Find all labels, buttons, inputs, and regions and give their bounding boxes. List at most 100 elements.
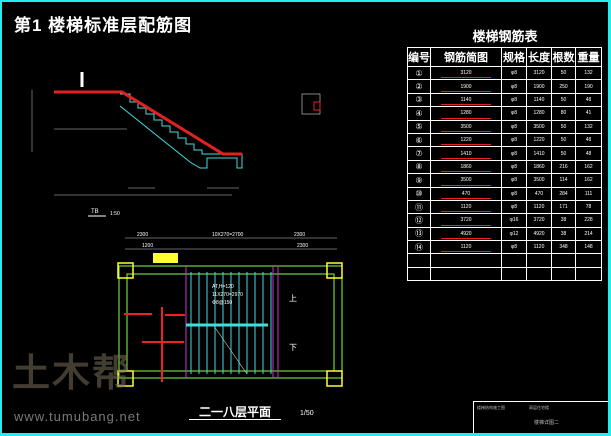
cell-len: 3120 [526,65,552,81]
cell-shape: 3500 [430,173,502,188]
stair-plan [117,237,343,387]
cell-count: 284 [551,186,576,201]
title-block: 楼梯结构施工图 高层住宅楼 楼梯详图二 [473,401,608,433]
plan-note: 11X270=2970 [212,292,243,298]
plan-note: Φ8@150 [212,300,233,306]
cell-weight: 78 [575,199,602,215]
cell-no: ⑤ [407,119,431,134]
cell-len: 470 [526,186,552,201]
cell-shape: 1220 [430,132,502,148]
rebar-shape-line [441,251,491,253]
cell-no: ⑪ [407,199,431,215]
cell-len: 1860 [526,159,552,175]
cell-len: 1120 [526,199,552,215]
cell-spec: φ8 [501,173,527,188]
column-kz [117,262,134,279]
rebar-shape-line [441,90,491,92]
cell-len: 1410 [526,146,552,161]
down-label: 下 [289,343,297,352]
empty-cell [430,266,502,282]
cell-count: 50 [551,65,576,81]
cell-no: ⑩ [407,186,431,201]
cell-spec: φ8 [501,65,527,81]
cell-no: ⑥ [407,132,431,148]
column-header: 根数 [551,47,576,67]
cell-weight: 48 [575,92,602,108]
cell-count: 50 [551,146,576,161]
cell-weight: 190 [575,79,602,94]
cell-spec: φ8 [501,79,527,94]
rebar-shape-line [441,130,491,132]
rebar-shape-label: 3720 [460,217,472,224]
cell-spec: φ8 [501,159,527,175]
beam-tag [153,253,178,263]
cell-no: ③ [407,92,431,108]
column-kz [326,262,343,279]
empty-cell [551,253,576,268]
column-header: 长度 [526,47,552,67]
cell-weight: 162 [575,173,602,188]
detail-outline [301,93,321,115]
cell-shape: 1280 [430,106,502,121]
cell-no: ⑭ [407,240,431,255]
cell-len: 3500 [526,173,552,188]
cell-weight: 111 [575,186,602,201]
cell-no: ① [407,65,431,81]
rebar-shape-line [441,211,491,213]
column-header: 重量 [575,47,602,67]
empty-row [407,253,602,268]
rebar-shape-label: 1120 [460,244,472,251]
rebar-shape-line [441,104,491,106]
cell-spec: φ8 [501,146,527,161]
cell-shape: 4920 [430,226,502,242]
cell-len: 1140 [526,92,552,108]
rebar-shape-label: 1220 [460,137,472,144]
empty-cell [575,253,602,268]
cell-shape: 1120 [430,240,502,255]
cell-spec: φ8 [501,106,527,121]
cell-len: 3720 [526,213,552,228]
cell-no: ⑫ [407,213,431,228]
watermark-logo: 土木帮 [12,353,133,395]
dim-text: 2300 [297,243,309,249]
empty-cell [430,253,502,268]
section-rebar [54,90,242,156]
cell-spec: φ8 [501,199,527,215]
cell-count: 250 [551,79,576,94]
cell-shape: 3720 [430,213,502,228]
cell-weight: 132 [575,65,602,81]
column-kz [326,370,343,387]
cell-spec: φ8 [501,119,527,134]
cell-count: 50 [551,132,576,148]
empty-row [407,266,602,282]
title-block-drawing: 楼梯详图二 [534,420,560,426]
cell-len: 1280 [526,106,552,121]
table-title: 楼梯钢筋表 [472,29,538,44]
rebar-shape-line [441,197,491,199]
cell-shape: 1120 [430,199,502,215]
cell-shape: 3500 [430,119,502,134]
cell-weight: 48 [575,146,602,161]
cell-no: ② [407,79,431,94]
rebar-shape-label: 1410 [460,150,472,157]
dim-text: 1200 [142,243,154,249]
cell-spec: φ16 [501,213,527,228]
empty-cell [575,266,602,282]
cell-spec: φ8 [501,240,527,255]
cell-spec: φ8 [501,186,527,201]
cell-weight: 162 [575,159,602,175]
rebar-shape-label: 4920 [460,230,472,237]
cell-no: ④ [407,106,431,121]
detail-rebar [313,101,321,111]
cell-count: 216 [551,159,576,175]
cell-spec: φ8 [501,92,527,108]
cell-count: 114 [551,173,576,188]
section-scale: 1:50 [110,211,120,217]
section-concrete [119,93,243,169]
rebar-shape-label: 1120 [460,204,472,211]
rebar-shape-line [441,238,491,240]
